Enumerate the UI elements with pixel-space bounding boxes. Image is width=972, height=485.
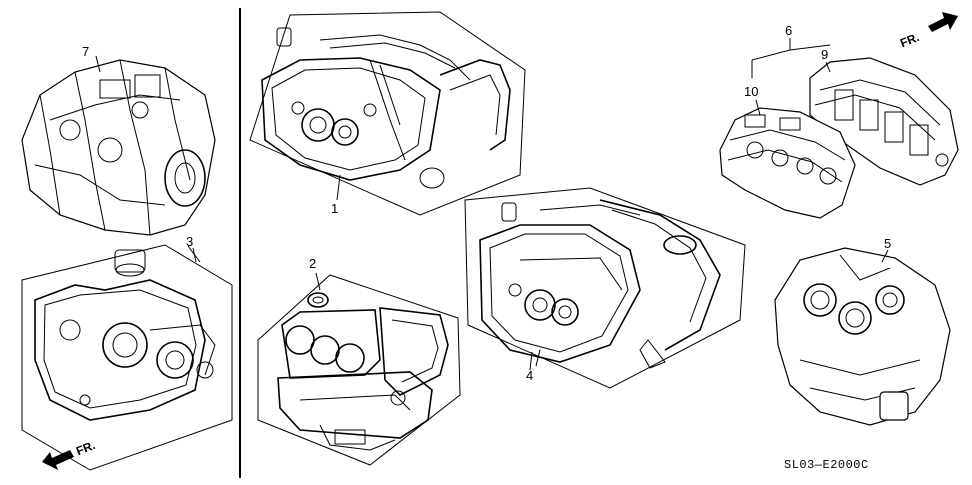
diagram-reference-code: SL03—E2000C [784, 458, 869, 472]
part-5-engine-block[interactable] [774, 247, 951, 426]
front-label-bottom: FR. [74, 438, 97, 458]
callout-5: 5 [884, 236, 891, 251]
callout-4: 4 [526, 368, 533, 383]
front-direction-indicator-bottom: FR. [42, 438, 97, 470]
leader-lines [192, 247, 533, 371]
front-arrow-top-icon [928, 12, 958, 32]
callout-6: 6 [785, 23, 792, 38]
callout-7: 7 [82, 44, 89, 59]
callout-9: 9 [821, 47, 828, 62]
callout-1: 1 [331, 201, 338, 216]
front-arrow-bottom-icon [42, 450, 74, 470]
part-9-cylinder-head[interactable] [809, 57, 959, 186]
part-1-engine-gasket-kit[interactable] [249, 11, 526, 216]
front-label-top: FR. [898, 30, 921, 50]
callout-3: 3 [186, 234, 193, 249]
part-3-transmission-gasket-kit[interactable] [21, 244, 233, 471]
part-4-gasket-kit[interactable] [464, 187, 746, 389]
callout-6-bracket [751, 38, 831, 116]
front-direction-indicator-top: FR. [898, 12, 958, 50]
callout-2: 2 [309, 256, 316, 271]
part-10-cylinder-head[interactable] [719, 107, 856, 219]
part-7-transmission-assembly[interactable] [21, 55, 216, 236]
callout-10: 10 [744, 84, 758, 99]
part-2-gasket-kit[interactable] [257, 272, 461, 466]
